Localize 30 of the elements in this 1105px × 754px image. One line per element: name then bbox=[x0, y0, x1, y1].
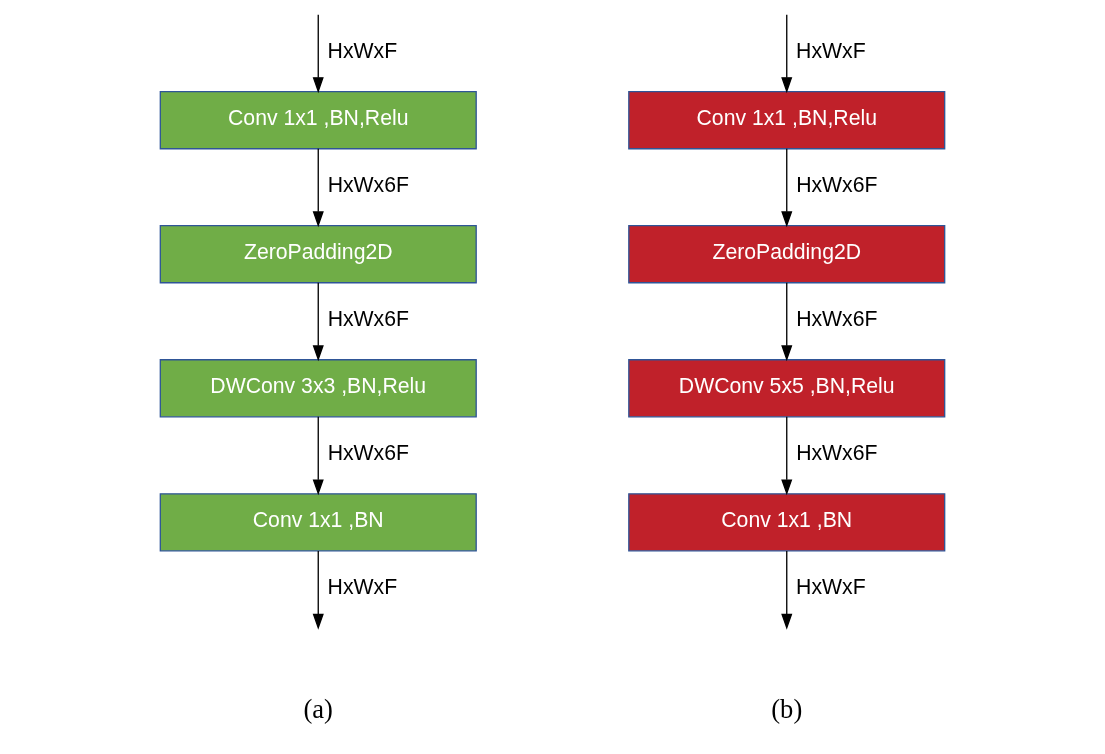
arrow bbox=[781, 550, 793, 630]
arrow bbox=[312, 416, 324, 496]
arrow bbox=[312, 148, 324, 228]
arrow bbox=[781, 282, 793, 362]
node-box: Conv 1x1 ,BN bbox=[159, 493, 477, 552]
node-box: ZeroPadding2D bbox=[628, 225, 946, 284]
edge-label: HxWx6F bbox=[796, 441, 878, 465]
node-box: DWConv 3x3 ,BN,Relu bbox=[159, 359, 477, 418]
node-box: Conv 1x1 ,BN bbox=[628, 493, 946, 552]
edge-label: HxWxF bbox=[796, 575, 866, 599]
edge-label: HxWx6F bbox=[327, 173, 409, 197]
label: (a) bbox=[303, 694, 333, 725]
arrow bbox=[781, 148, 793, 228]
edge-label: HxWx6F bbox=[327, 307, 409, 331]
arrow bbox=[781, 14, 793, 94]
edge-label: HxWx6F bbox=[796, 173, 878, 197]
edge-label: HxWxF bbox=[796, 39, 866, 63]
node-box: Conv 1x1 ,BN,Relu bbox=[628, 91, 946, 150]
label: (b) bbox=[771, 694, 803, 725]
arrow bbox=[312, 14, 324, 94]
node-box: Conv 1x1 ,BN,Relu bbox=[159, 91, 477, 150]
edge-label: HxWxF bbox=[327, 39, 398, 63]
edge-label: HxWx6F bbox=[327, 441, 409, 465]
node-box: DWConv 5x5 ,BN,Relu bbox=[628, 359, 946, 418]
edge-label: HxWxF bbox=[327, 575, 398, 599]
arrow bbox=[781, 416, 793, 496]
arrow bbox=[312, 550, 324, 630]
node-box: ZeroPadding2D bbox=[159, 225, 477, 284]
edge-label: HxWx6F bbox=[796, 307, 878, 331]
arrow bbox=[312, 282, 324, 362]
